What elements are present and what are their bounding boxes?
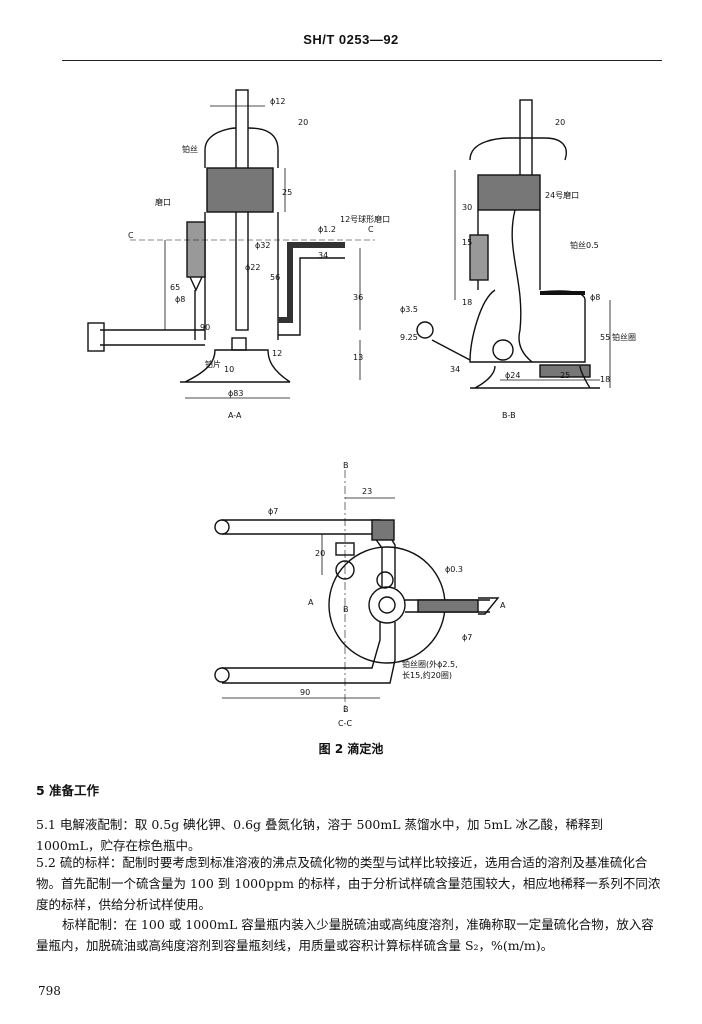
aa-d32: ϕ32: [255, 241, 270, 250]
cc-coil2: 长15,约20圈): [402, 670, 452, 680]
paragraph-5-2: 5.2 硫的标样：配制时要考虑到标准溶液的沸点及硫化物的类型与试样比较接近，选用…: [36, 855, 661, 912]
aa-n34: 34: [318, 251, 328, 260]
bb-pt-loop: 铂丝圈: [612, 332, 636, 342]
bb-n20: 20: [555, 118, 565, 127]
view-cc-drawing: [214, 470, 500, 712]
cc-b-mid: B: [343, 605, 349, 614]
aa-n90: 90: [200, 323, 210, 332]
view-bb-drawing: [416, 99, 611, 389]
view-aa-labels: 铂丝 磨口 12号球形磨口 铂片 ϕ12 ϕ32 ϕ22 ϕ8 ϕ1.2 ϕ83…: [128, 97, 390, 420]
paragraph-standard-preparation: 标样配制：在 100 或 1000mL 容量瓶内装入少量脱硫油或高纯度溶剂，准确…: [36, 917, 654, 953]
view-bb-title: B-B: [502, 411, 516, 420]
aa-d22: ϕ22: [245, 263, 260, 272]
bb-n18b: 18: [600, 375, 610, 384]
cc-n23: 23: [362, 487, 372, 496]
bb-n15: 15: [462, 238, 472, 247]
bb-n34: 34: [450, 365, 460, 374]
aa-n20: 20: [298, 118, 308, 127]
aa-n10: 10: [224, 365, 234, 374]
view-cc-title: C-C: [338, 719, 352, 728]
view-bb-labels: 24号磨口 铂丝0.5 铂丝圈 ϕ3.5 9.25 ϕ8 ϕ24 20 30 1…: [400, 118, 636, 420]
bb-d35: ϕ3.5: [400, 305, 418, 314]
aa-n25: 25: [282, 188, 292, 197]
aa-d12: ϕ12: [270, 97, 285, 106]
view-aa-drawing: [87, 89, 375, 399]
header-rule: [62, 60, 662, 61]
aa-n13: 13: [353, 353, 363, 362]
view-aa-title: A-A: [228, 411, 242, 420]
cc-d03: ϕ0.3: [445, 565, 463, 574]
section-heading: 5 准备工作: [36, 783, 100, 798]
bb-n18: 18: [462, 298, 472, 307]
cc-n90: 90: [300, 688, 310, 697]
aa-label-seal: 铂丝: [182, 144, 198, 154]
bb-pt-wire: 铂丝0.5: [570, 240, 599, 250]
bb-ground24: 24号磨口: [545, 190, 579, 200]
page-number: 798: [38, 984, 61, 998]
aa-d12-2: ϕ1.2: [318, 225, 336, 234]
aa-n36: 36: [353, 293, 363, 302]
cc-b-bottom: B: [343, 705, 349, 714]
cc-d7: ϕ7: [268, 507, 278, 516]
cc-a-left: A: [308, 598, 314, 607]
titration-cell-drawing: 铂丝 磨口 12号球形磨口 铂片 ϕ12 ϕ32 ϕ22 ϕ8 ϕ1.2 ϕ83…: [87, 89, 636, 728]
aa-n56: 56: [270, 273, 280, 282]
bb-d925: 9.25: [400, 333, 418, 342]
cc-a-right: A: [500, 601, 506, 610]
bb-d8: ϕ8: [590, 293, 600, 302]
bb-n25: 25: [560, 371, 570, 380]
aa-c-right: C: [368, 225, 374, 234]
aa-d83: ϕ83: [228, 389, 243, 398]
cc-coil: 铂丝圈(外ϕ2.5,: [402, 659, 458, 669]
aa-n65: 65: [170, 283, 180, 292]
aa-n12: 12: [272, 349, 282, 358]
cc-d7b: ϕ7: [462, 633, 472, 642]
aa-label-ball-mouth: 12号球形磨口: [340, 214, 390, 224]
aa-label-ground-mouth: 磨口: [155, 197, 171, 207]
cc-n20: 20: [315, 549, 325, 558]
figure-caption: 图 2 滴定池: [318, 742, 384, 756]
bb-n55: 55: [600, 333, 610, 342]
bb-d24: ϕ24: [505, 371, 520, 380]
aa-label-platinum-sheet: 铂片: [205, 359, 221, 369]
aa-c-left: C: [128, 231, 134, 240]
standard-code-header: SH/T 0253—92: [303, 32, 399, 47]
paragraph-5-1: 5.1 电解液配制：取 0.5g 碘化钾、0.6g 叠氮化钠，溶于 500mL …: [36, 817, 604, 853]
bb-n30: 30: [462, 203, 472, 212]
aa-d8: ϕ8: [175, 295, 185, 304]
view-cc-labels: B B B A A 23 20 90 ϕ7 ϕ0.3 ϕ7 铂丝圈(外ϕ2.5,…: [268, 461, 506, 728]
cc-b-top: B: [343, 461, 349, 470]
